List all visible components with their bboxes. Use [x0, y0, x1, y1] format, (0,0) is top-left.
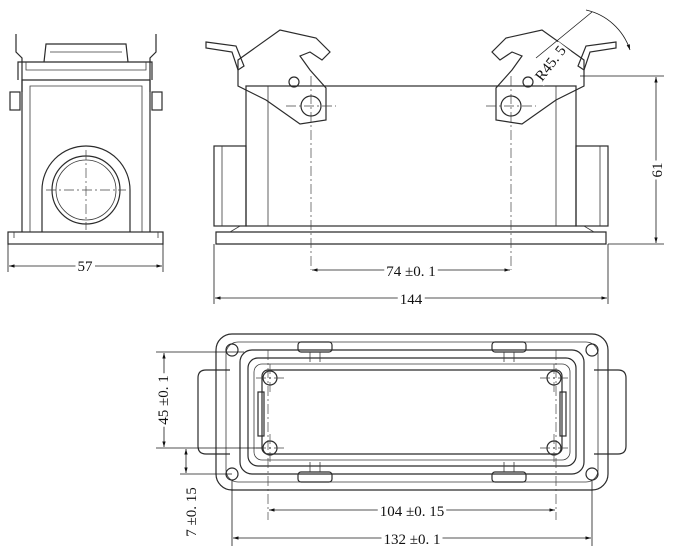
dim-61-extension — [580, 75, 664, 245]
front-boss-detail — [221, 146, 601, 226]
latch-right — [577, 41, 617, 71]
radius-arc — [585, 9, 631, 51]
label-backing — [75, 259, 95, 275]
top-housing-mid — [247, 357, 577, 467]
front-boss-right — [575, 145, 609, 227]
top-base-inner — [225, 341, 599, 483]
side-pivot-right — [151, 91, 163, 111]
lever-left — [237, 29, 331, 125]
label-backing — [397, 292, 425, 308]
lever-left-small-pin — [288, 76, 300, 88]
label-backing — [377, 504, 447, 520]
lever-tab-tl — [297, 341, 333, 353]
top-opening — [261, 369, 563, 455]
lever-tab-bl — [297, 471, 333, 483]
label-backing — [384, 264, 438, 280]
side-base-plate — [7, 231, 164, 245]
front-body-ribs — [267, 86, 557, 226]
side-body-inner — [29, 85, 143, 232]
dim-104-label: 104 ±0. 15 — [380, 504, 444, 520]
screw-centerlines — [256, 364, 568, 462]
dim-45-extension — [156, 351, 262, 449]
corner-hole-tl — [225, 343, 239, 357]
label-backing — [156, 373, 172, 427]
side-pivot-left — [9, 91, 21, 111]
lever-tab-detail — [309, 352, 515, 472]
slot-right — [559, 391, 567, 437]
dim-45-label: 45 ±0. 1 — [156, 375, 172, 424]
side-clips — [15, 34, 157, 92]
dim-144-label: 144 — [400, 292, 423, 308]
dim-57-extension — [7, 244, 164, 272]
top-boss-right — [594, 369, 627, 455]
dim-132-label: 132 ±0. 1 — [384, 532, 441, 548]
radius-leader — [535, 11, 593, 59]
screw-vertical-centerlines — [267, 350, 557, 520]
side-body — [21, 79, 151, 232]
label-backing — [650, 160, 666, 180]
label-backing — [381, 532, 443, 548]
dim-132-extension — [231, 480, 593, 546]
side-base-detail — [13, 232, 159, 238]
lever-tab-tr — [491, 341, 527, 353]
lever-right — [491, 29, 585, 125]
label-backing — [531, 41, 572, 87]
lever-tab-br — [491, 471, 527, 483]
pivot-centerlines — [310, 76, 512, 270]
top-boss-left — [197, 369, 230, 455]
top-housing-outer — [239, 349, 585, 475]
dim-74-label: 74 ±0. 1 — [386, 264, 435, 280]
label-backing — [184, 485, 200, 539]
dim-7-label: 7 ±0. 15 — [184, 487, 200, 536]
side-view: 57 — [7, 34, 164, 275]
dim-144-extension — [213, 244, 609, 304]
side-handle-top — [43, 43, 129, 63]
corner-hole-tr — [585, 343, 599, 357]
dim-61-label: 61 — [650, 163, 666, 178]
side-hood-inner — [25, 62, 147, 71]
front-base-chamfer — [229, 225, 595, 233]
slot-left — [257, 391, 265, 437]
top-housing-inner — [253, 363, 571, 461]
top-base-outer — [215, 333, 609, 491]
side-gland-arch — [41, 145, 131, 232]
side-centerlines — [46, 150, 126, 230]
front-base-plate — [215, 231, 607, 245]
front-boss-left — [213, 145, 247, 227]
top-view: 45 ±0. 1 7 ±0. 15 104 ±0. 15 132 ±0. 1 — [156, 333, 627, 548]
lever-right-small-pin — [522, 76, 534, 88]
radius-label: R45. 5 — [533, 43, 570, 84]
corner-hole-br — [585, 467, 599, 481]
front-view: R45. 5 61 74 ±0. 1 144 — [205, 9, 666, 308]
dim-57-label: 57 — [78, 259, 94, 275]
latch-left — [205, 41, 245, 71]
side-hood — [17, 61, 153, 80]
front-body — [245, 85, 577, 227]
